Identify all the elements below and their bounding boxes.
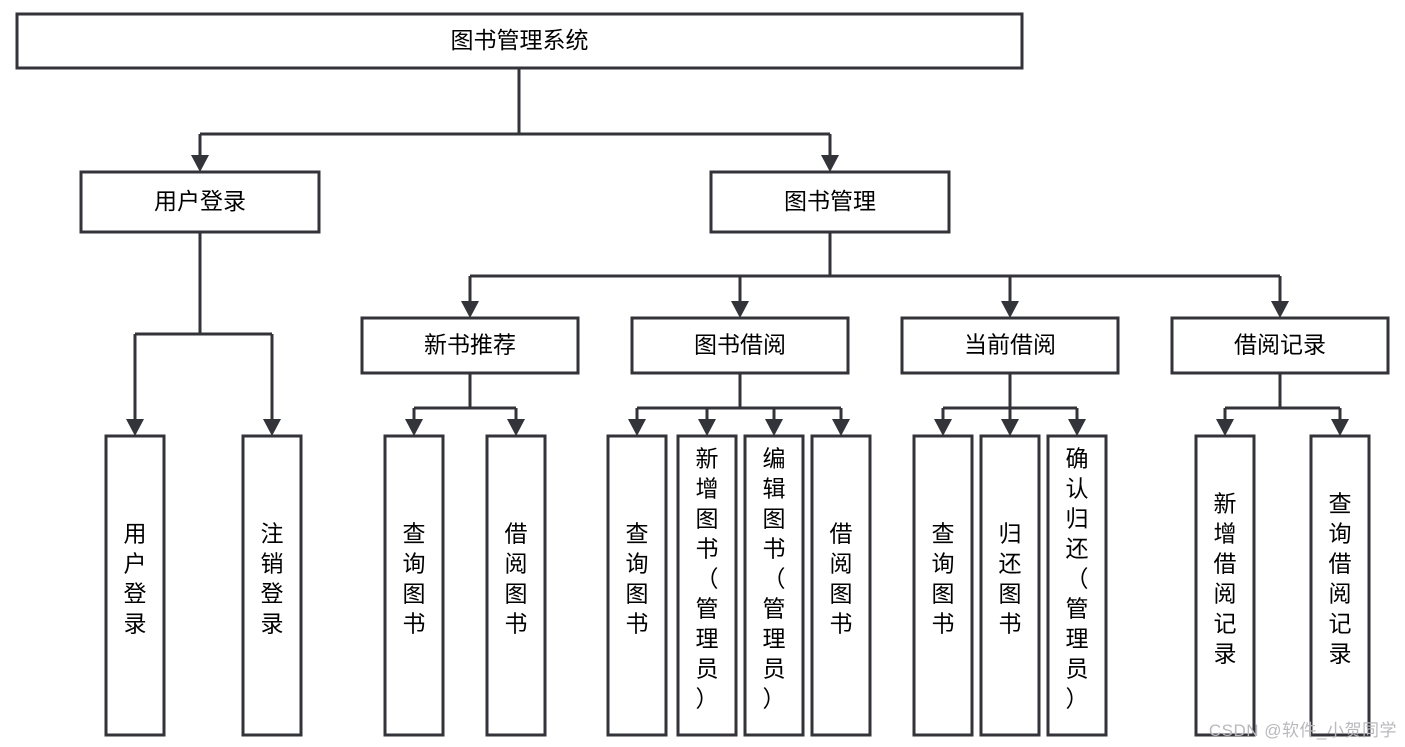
node-borrow-record[interactable]: 借阅记录 — [1170, 316, 1390, 375]
node-box-current-borrow[interactable] — [900, 316, 1120, 375]
connector-user-login-to-leaves-arrow-0 — [126, 419, 144, 436]
node-box-user-login[interactable] — [79, 170, 321, 234]
node-label-leaf-query-borrow-record: 查询借阅记录 — [1329, 491, 1352, 667]
node-label-leaf-return-book: 归还图书 — [999, 521, 1022, 637]
node-box-new-book-recommend[interactable] — [360, 316, 580, 375]
node-label-leaf-user-login: 用户登录 — [124, 521, 147, 637]
node-label-leaf-add-borrow-record: 新增借阅记录 — [1214, 491, 1237, 667]
node-label-leaf-confirm-return-admin: 确认归还（管理员） — [1066, 446, 1089, 712]
node-label-book-manage: 图书管理 — [784, 188, 876, 214]
connector-borrow-record-to-leaves-arrow-0 — [1216, 419, 1234, 436]
connector-new-book-recommend-to-leaves-arrow-1 — [507, 419, 525, 436]
connector-book-manage-to-level3-arrow-2 — [1001, 301, 1019, 318]
node-leaf-user-login[interactable]: 用户登录 — [104, 434, 166, 737]
node-label-root: 图书管理系统 — [451, 27, 589, 53]
node-leaf-borrow-book-rec[interactable]: 借阅图书 — [485, 434, 547, 737]
node-box-leaf-query-borrow-record[interactable] — [1309, 434, 1371, 737]
node-box-leaf-edit-book-admin[interactable] — [743, 434, 805, 737]
connector-book-borrow-to-leaves — [628, 373, 850, 436]
node-current-borrow[interactable]: 当前借阅 — [900, 316, 1120, 375]
node-leaf-query-book-bor[interactable]: 查询图书 — [606, 434, 668, 737]
connector-book-borrow-to-leaves-arrow-2 — [765, 419, 783, 436]
node-box-book-manage[interactable] — [709, 170, 951, 234]
node-layer: 图书管理系统用户登录图书管理新书推荐图书借阅当前借阅借阅记录用户登录注销登录查询… — [15, 12, 1390, 737]
node-label-leaf-query-book-rec: 查询图书 — [403, 521, 426, 637]
connector-user-login-to-leaves-arrow-1 — [263, 419, 281, 436]
connector-book-borrow-to-leaves-arrow-3 — [832, 419, 850, 436]
node-box-leaf-user-login[interactable] — [104, 434, 166, 737]
node-box-borrow-record[interactable] — [1170, 316, 1390, 375]
node-leaf-query-borrow-record[interactable]: 查询借阅记录 — [1309, 434, 1371, 737]
node-leaf-return-book[interactable]: 归还图书 — [979, 434, 1041, 737]
node-label-leaf-borrow-book-bor: 借阅图书 — [830, 521, 853, 637]
connector-new-book-recommend-to-leaves — [405, 373, 525, 436]
connector-borrow-record-to-leaves — [1216, 373, 1349, 436]
node-leaf-query-book-cur[interactable]: 查询图书 — [912, 434, 974, 737]
connector-book-manage-to-level3 — [461, 232, 1289, 318]
node-box-leaf-query-book-rec[interactable] — [383, 434, 445, 737]
node-label-new-book-recommend: 新书推荐 — [424, 332, 516, 358]
connector-new-book-recommend-to-leaves-arrow-0 — [405, 419, 423, 436]
connector-current-borrow-to-leaves — [934, 373, 1086, 436]
node-leaf-logout-login[interactable]: 注销登录 — [241, 434, 303, 737]
node-label-leaf-borrow-book-rec: 借阅图书 — [505, 521, 528, 637]
node-leaf-add-book-admin[interactable]: 新增图书（管理员） — [676, 434, 738, 737]
node-root[interactable]: 图书管理系统 — [15, 12, 1024, 70]
node-box-book-borrow[interactable] — [630, 316, 850, 375]
node-box-leaf-query-book-bor[interactable] — [606, 434, 668, 737]
node-label-book-borrow: 图书借阅 — [694, 332, 786, 358]
connector-book-manage-to-level3-arrow-1 — [731, 301, 749, 318]
node-box-leaf-borrow-book-rec[interactable] — [485, 434, 547, 737]
node-label-user-login: 用户登录 — [154, 188, 246, 214]
node-box-leaf-borrow-book-bor[interactable] — [810, 434, 872, 737]
node-label-borrow-record: 借阅记录 — [1234, 332, 1326, 358]
node-box-root[interactable] — [15, 12, 1024, 70]
node-label-leaf-add-book-admin: 新增图书（管理员） — [696, 446, 719, 712]
node-leaf-query-book-rec[interactable]: 查询图书 — [383, 434, 445, 737]
connector-root-to-level2-arrow-1 — [821, 155, 839, 172]
connector-current-borrow-to-leaves-arrow-2 — [1068, 419, 1086, 436]
node-box-leaf-confirm-return-admin[interactable] — [1046, 434, 1108, 737]
node-leaf-edit-book-admin[interactable]: 编辑图书（管理员） — [743, 434, 805, 737]
node-leaf-confirm-return-admin[interactable]: 确认归还（管理员） — [1046, 434, 1108, 737]
node-book-borrow[interactable]: 图书借阅 — [630, 316, 850, 375]
node-user-login[interactable]: 用户登录 — [79, 170, 321, 234]
node-leaf-borrow-book-bor[interactable]: 借阅图书 — [810, 434, 872, 737]
connector-book-manage-to-level3-arrow-3 — [1271, 301, 1289, 318]
connector-book-manage-to-level3-arrow-0 — [461, 301, 479, 318]
node-label-leaf-edit-book-admin: 编辑图书（管理员） — [763, 446, 786, 712]
node-leaf-add-borrow-record[interactable]: 新增借阅记录 — [1194, 434, 1256, 737]
node-box-leaf-logout-login[interactable] — [241, 434, 303, 737]
connector-current-borrow-to-leaves-arrow-1 — [1001, 419, 1019, 436]
node-label-leaf-logout-login: 注销登录 — [261, 521, 284, 637]
connector-book-borrow-to-leaves-arrow-1 — [698, 419, 716, 436]
connector-root-to-level2 — [191, 68, 839, 172]
connector-borrow-record-to-leaves-arrow-1 — [1331, 419, 1349, 436]
connector-book-borrow-to-leaves-arrow-0 — [628, 419, 646, 436]
node-box-leaf-query-book-cur[interactable] — [912, 434, 974, 737]
csdn-watermark: CSDN @软件_小贺同学 — [1208, 721, 1397, 740]
node-label-leaf-query-book-cur: 查询图书 — [932, 521, 955, 637]
connector-user-login-to-leaves — [126, 232, 281, 436]
connector-root-to-level2-arrow-0 — [191, 155, 209, 172]
node-box-leaf-return-book[interactable] — [979, 434, 1041, 737]
node-new-book-recommend[interactable]: 新书推荐 — [360, 316, 580, 375]
node-label-leaf-query-book-bor: 查询图书 — [626, 521, 649, 637]
node-book-manage[interactable]: 图书管理 — [709, 170, 951, 234]
connector-layer — [126, 68, 1349, 436]
node-label-current-borrow: 当前借阅 — [964, 332, 1056, 358]
node-box-leaf-add-borrow-record[interactable] — [1194, 434, 1256, 737]
connector-current-borrow-to-leaves-arrow-0 — [934, 419, 952, 436]
node-box-leaf-add-book-admin[interactable] — [676, 434, 738, 737]
